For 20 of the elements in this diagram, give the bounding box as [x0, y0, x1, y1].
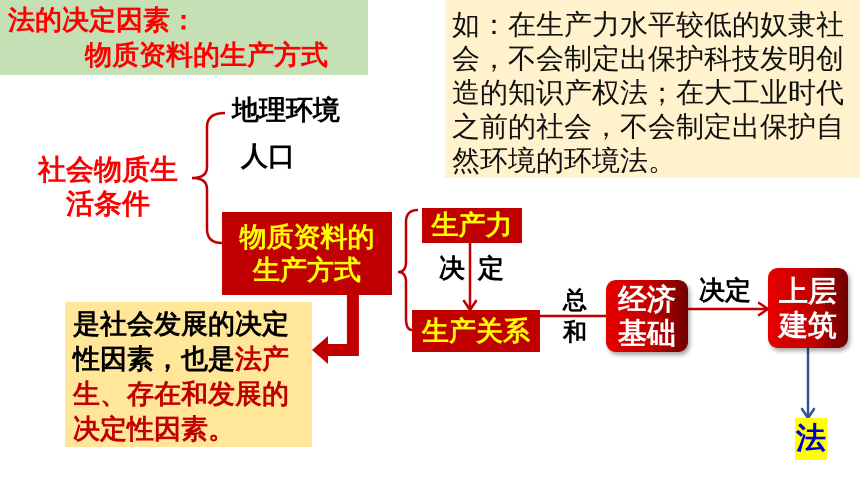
rounded-box: 上层建筑: [768, 268, 848, 348]
title-banner: [0, 0, 368, 75]
rounded-box: 经济基础: [606, 280, 688, 352]
concept-box: 生产关系: [412, 310, 540, 352]
edge-label: 决定: [699, 276, 751, 306]
banner-text: 物质资料的生产方式: [85, 40, 328, 72]
category-label: 人口: [241, 141, 295, 173]
concept-box: 物质资料的生产方式: [222, 212, 392, 295]
highlight-box: 法: [795, 418, 827, 460]
connector-line: [540, 314, 606, 318]
note-box: 是社会发展的决定性因素，也是法产生、存在和发展的决定性因素。: [65, 302, 312, 447]
banner-text: 法的决定因素：: [8, 5, 197, 37]
arrow: [688, 302, 770, 316]
edge-label: 总和: [562, 285, 588, 348]
arrow: [800, 348, 816, 420]
block-arrow: [312, 295, 359, 364]
concept-box: 生产力: [422, 208, 522, 243]
category-heading: 社会物质生活条件: [36, 153, 179, 221]
category-label: 地理环境: [232, 95, 340, 127]
example-note: 如：在生产力水平较低的奴隶社会，不会制定出保护科技发明创造的知识产权法；在大工业时代之前的社会，不会制定出保护自然环境的环境法。: [445, 0, 860, 178]
